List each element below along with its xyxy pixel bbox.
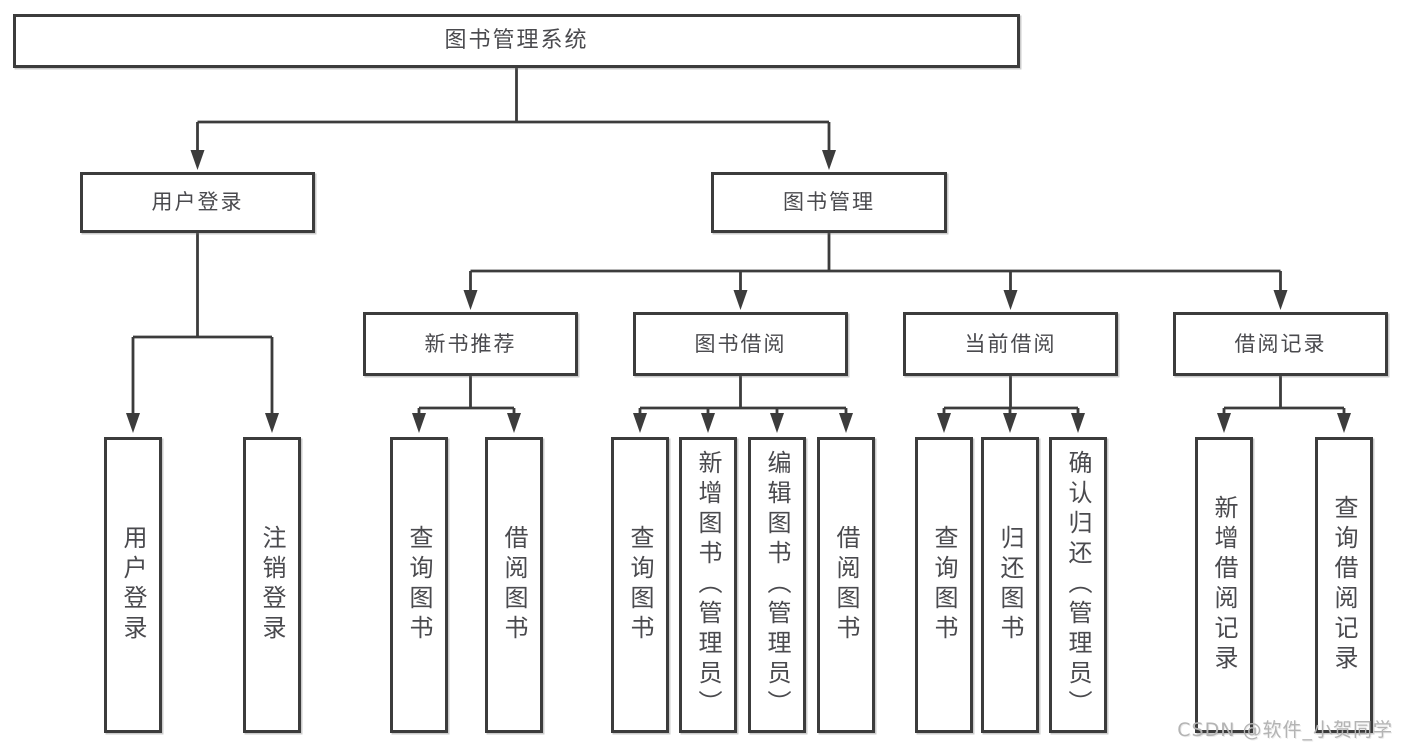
leaf-logout: 注销登录 bbox=[243, 437, 301, 733]
arrowhead bbox=[770, 413, 784, 433]
node-book-management: 图书管理 bbox=[711, 172, 947, 233]
node-label: 确认归还（管理员） bbox=[1064, 450, 1092, 720]
node-label: 归还图书 bbox=[996, 525, 1024, 645]
arrowhead bbox=[412, 413, 426, 433]
leaf-query-borrow-record: 查询借阅记录 bbox=[1315, 437, 1373, 733]
node-label: 图书借阅 bbox=[694, 331, 787, 356]
node-new-book-recommend: 新书推荐 bbox=[363, 312, 578, 376]
arrowhead bbox=[1217, 413, 1231, 433]
leaf-borrow-books-recommend: 借阅图书 bbox=[485, 437, 543, 733]
leaf-query-books-borrowing: 查询图书 bbox=[611, 437, 669, 733]
node-current-borrowing: 当前借阅 bbox=[903, 312, 1118, 376]
arrowhead bbox=[937, 413, 951, 433]
leaf-query-books-current: 查询图书 bbox=[915, 437, 973, 733]
leaf-confirm-return-admin: 确认归还（管理员） bbox=[1049, 437, 1107, 733]
node-label: 注销登录 bbox=[258, 525, 286, 645]
node-label: 借阅记录 bbox=[1234, 331, 1327, 356]
arrowhead bbox=[733, 290, 748, 310]
arrowhead bbox=[1071, 413, 1085, 433]
arrowhead bbox=[633, 413, 647, 433]
arrowhead bbox=[1273, 290, 1288, 310]
node-label: 查询图书 bbox=[405, 525, 433, 645]
node-borrowing-records: 借阅记录 bbox=[1173, 312, 1388, 376]
arrowhead bbox=[822, 150, 836, 170]
node-label: 编辑图书（管理员） bbox=[763, 450, 791, 720]
node-label: 查询图书 bbox=[930, 525, 958, 645]
arrowhead bbox=[1003, 413, 1017, 433]
node-label: 借阅图书 bbox=[500, 525, 528, 645]
leaf-borrow-books: 借阅图书 bbox=[817, 437, 875, 733]
arrowhead bbox=[190, 150, 205, 170]
arrowhead bbox=[839, 413, 853, 433]
node-label: 用户登录 bbox=[151, 190, 244, 214]
leaf-query-books-recommend: 查询图书 bbox=[390, 437, 448, 733]
arrowhead bbox=[265, 413, 279, 433]
arrowhead bbox=[507, 413, 521, 433]
node-label: 图书管理 bbox=[783, 190, 875, 214]
arrowhead bbox=[463, 290, 478, 310]
arrowhead bbox=[701, 413, 715, 433]
csdn-watermark: CSDN @软件_小贺同学 bbox=[1177, 719, 1393, 741]
node-label: 图书管理系统 bbox=[444, 28, 589, 53]
node-label: 新书推荐 bbox=[424, 331, 517, 356]
leaf-return-books: 归还图书 bbox=[981, 437, 1039, 733]
node-label: 新增图书（管理员） bbox=[694, 450, 722, 720]
arrowhead bbox=[1337, 413, 1351, 433]
node-label: 查询图书 bbox=[626, 525, 654, 645]
leaf-add-borrow-record: 新增借阅记录 bbox=[1195, 437, 1253, 733]
leaf-add-books-admin: 新增图书（管理员） bbox=[679, 437, 737, 733]
leaf-edit-books-admin: 编辑图书（管理员） bbox=[748, 437, 806, 733]
node-label: 当前借阅 bbox=[964, 331, 1057, 356]
node-user-login: 用户登录 bbox=[80, 172, 315, 233]
node-label: 查询借阅记录 bbox=[1330, 495, 1358, 675]
arrowhead bbox=[1003, 290, 1018, 310]
arrowhead bbox=[126, 413, 140, 433]
node-label: 借阅图书 bbox=[832, 525, 860, 645]
node-label: 新增借阅记录 bbox=[1210, 495, 1238, 675]
node-book-borrowing: 图书借阅 bbox=[633, 312, 848, 376]
node-library-management-system: 图书管理系统 bbox=[13, 14, 1020, 68]
node-label: 用户登录 bbox=[119, 525, 147, 645]
leaf-user-login: 用户登录 bbox=[104, 437, 162, 733]
